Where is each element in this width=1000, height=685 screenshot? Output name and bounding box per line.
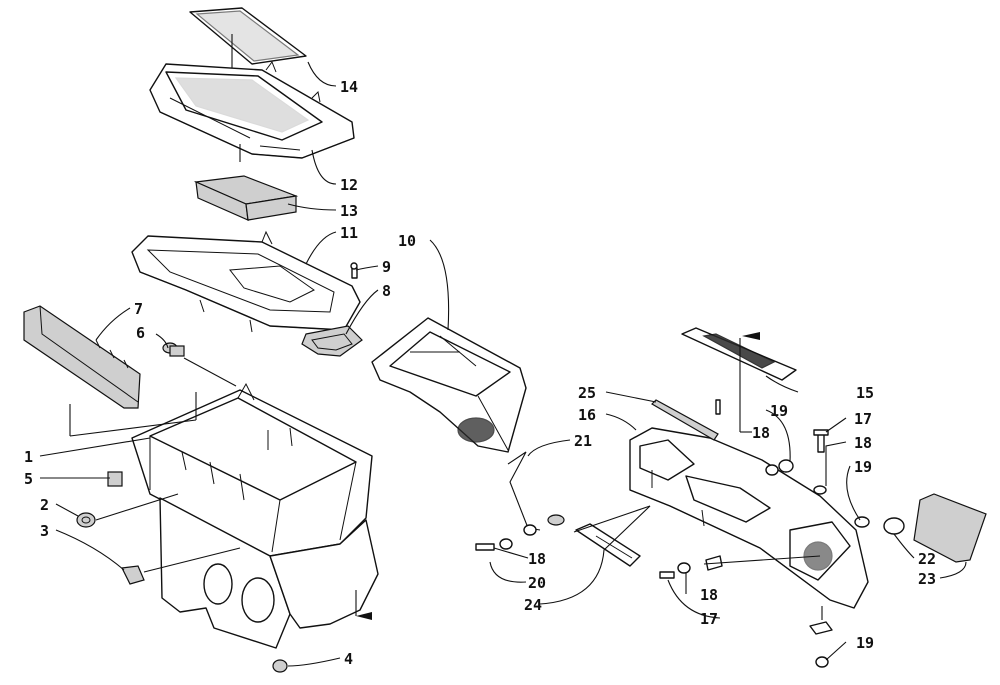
callout-16: 16 bbox=[578, 406, 596, 424]
part-15-seal bbox=[681, 327, 797, 432]
nut-19-upper bbox=[854, 516, 870, 528]
callout-17-top: 17 bbox=[854, 410, 872, 428]
callout-6: 6 bbox=[136, 324, 145, 342]
callout-24: 24 bbox=[524, 596, 542, 614]
part-2-grommet bbox=[76, 512, 96, 528]
callout-21: 21 bbox=[574, 432, 592, 450]
callout-25: 25 bbox=[578, 384, 596, 402]
nut-19-lower bbox=[809, 606, 833, 668]
part-22-grommet bbox=[883, 517, 905, 535]
part-10-intake-boot bbox=[371, 317, 527, 453]
callout-18-left: 18 bbox=[528, 550, 546, 568]
part-5-clip bbox=[107, 471, 123, 487]
callout-18-top: 18 bbox=[752, 424, 770, 442]
part-24-bracket bbox=[575, 523, 641, 567]
part-9-screw bbox=[350, 262, 358, 279]
callout-18-bottom: 18 bbox=[700, 586, 718, 604]
callout-15: 15 bbox=[856, 384, 874, 402]
callout-labels: 14 12 13 11 10 9 8 7 6 1 5 2 3 4 15 25 1… bbox=[24, 78, 936, 668]
callout-7: 7 bbox=[134, 300, 143, 318]
part-21-link-rod bbox=[507, 451, 565, 531]
callout-12: 12 bbox=[340, 176, 358, 194]
part-14-filter-screen bbox=[189, 7, 307, 88]
part-1-airbox-base bbox=[131, 382, 379, 649]
callout-19-top: 19 bbox=[770, 402, 788, 420]
callout-19-right: 19 bbox=[854, 458, 872, 476]
callout-17-bottom: 17 bbox=[700, 610, 718, 628]
callout-20: 20 bbox=[528, 574, 546, 592]
callout-10: 10 bbox=[398, 232, 416, 250]
callout-22: 22 bbox=[918, 550, 936, 568]
part-8-gasket bbox=[301, 325, 363, 357]
fastener-18-mid bbox=[715, 399, 794, 476]
leader-lines bbox=[39, 61, 967, 667]
part-7-side-screen bbox=[23, 305, 141, 409]
fastener-17-upper bbox=[813, 429, 829, 453]
part-11-tray bbox=[131, 230, 361, 333]
callout-4: 4 bbox=[344, 650, 353, 668]
fastener-20-bolt bbox=[475, 524, 537, 551]
part-16-intake-duct bbox=[629, 427, 869, 609]
part-6-grommet bbox=[162, 342, 237, 387]
fastener-17-lower bbox=[659, 555, 723, 579]
part-13-foam-filter bbox=[193, 175, 299, 221]
callout-19-bottom: 19 bbox=[856, 634, 874, 652]
callout-1: 1 bbox=[24, 448, 33, 466]
part-12-airbox-lid bbox=[149, 60, 355, 162]
part-4-plug bbox=[272, 659, 288, 673]
callout-5: 5 bbox=[24, 470, 33, 488]
callout-2: 2 bbox=[40, 496, 49, 514]
callout-13: 13 bbox=[340, 202, 358, 220]
callout-8: 8 bbox=[382, 282, 391, 300]
callout-9: 9 bbox=[382, 258, 391, 276]
callout-3: 3 bbox=[40, 522, 49, 540]
part-23-end-screen bbox=[913, 493, 987, 563]
callout-11: 11 bbox=[340, 224, 358, 242]
washer-18-upper bbox=[813, 485, 827, 495]
part-3-clamp bbox=[121, 565, 145, 585]
callout-18-right: 18 bbox=[854, 434, 872, 452]
callout-23: 23 bbox=[918, 570, 936, 588]
callout-14: 14 bbox=[340, 78, 358, 96]
